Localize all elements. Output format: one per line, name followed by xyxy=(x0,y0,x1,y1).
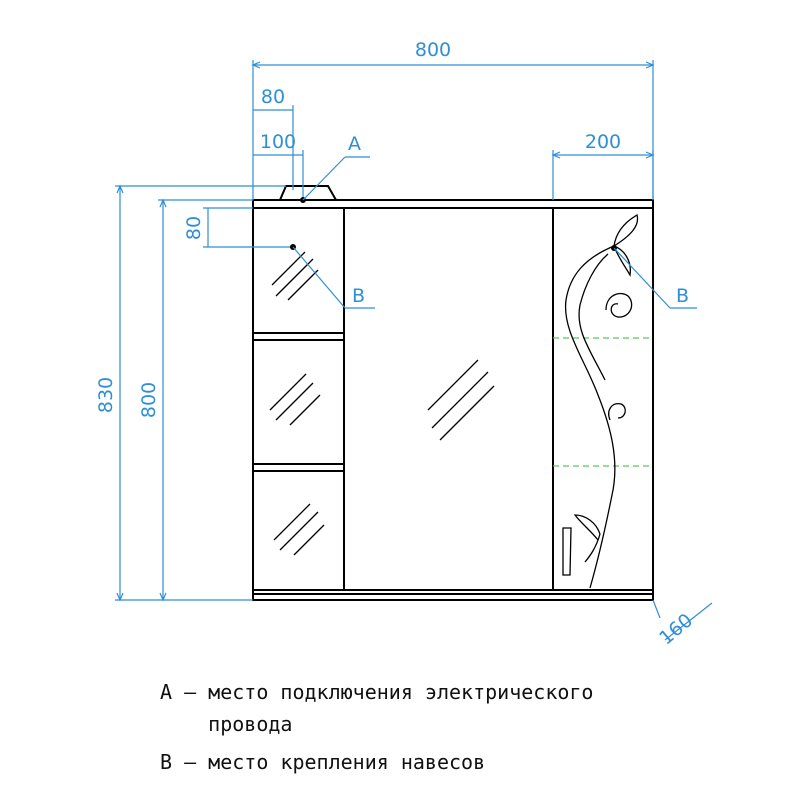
marker-b-right-label: B xyxy=(676,285,689,307)
glass-reflections xyxy=(269,251,495,556)
dim-right-200: 200 xyxy=(551,131,655,200)
dim-80v-label: 80 xyxy=(183,216,205,240)
dim-830-label: 830 xyxy=(95,377,117,413)
dim-body-height: 800 xyxy=(138,198,253,602)
dim-total-width: 800 xyxy=(251,39,655,200)
dim-200-label: 200 xyxy=(585,131,621,153)
marker-b-left: B xyxy=(290,244,375,309)
dim-point-offset: 80 xyxy=(183,207,293,248)
dim-160-label: 160 xyxy=(655,609,697,649)
dim-80-label: 80 xyxy=(261,86,285,108)
legend-line-a: A – место подключения электрического xyxy=(160,680,594,704)
vine-decoration xyxy=(564,214,639,589)
dim-depth: 160 xyxy=(652,599,713,649)
legend-line-b: B – место крепления навесов xyxy=(160,750,486,774)
dim-800-label: 800 xyxy=(415,39,451,61)
legend-line-a-cont: провода xyxy=(160,712,293,736)
dim-left-80: 80 xyxy=(253,86,294,190)
left-column xyxy=(253,208,345,590)
marker-a-label: A xyxy=(348,133,361,155)
right-column xyxy=(552,208,653,590)
marker-a: A xyxy=(300,133,370,203)
marker-b-left-label: B xyxy=(352,285,365,307)
cabinet-outline xyxy=(252,185,654,601)
dim-total-height: 830 xyxy=(95,184,286,602)
dim-left-100: 100 xyxy=(253,131,304,198)
dim-800v-label: 800 xyxy=(138,382,160,418)
dim-100-label: 100 xyxy=(260,131,296,153)
marker-b-right: B xyxy=(611,245,697,309)
